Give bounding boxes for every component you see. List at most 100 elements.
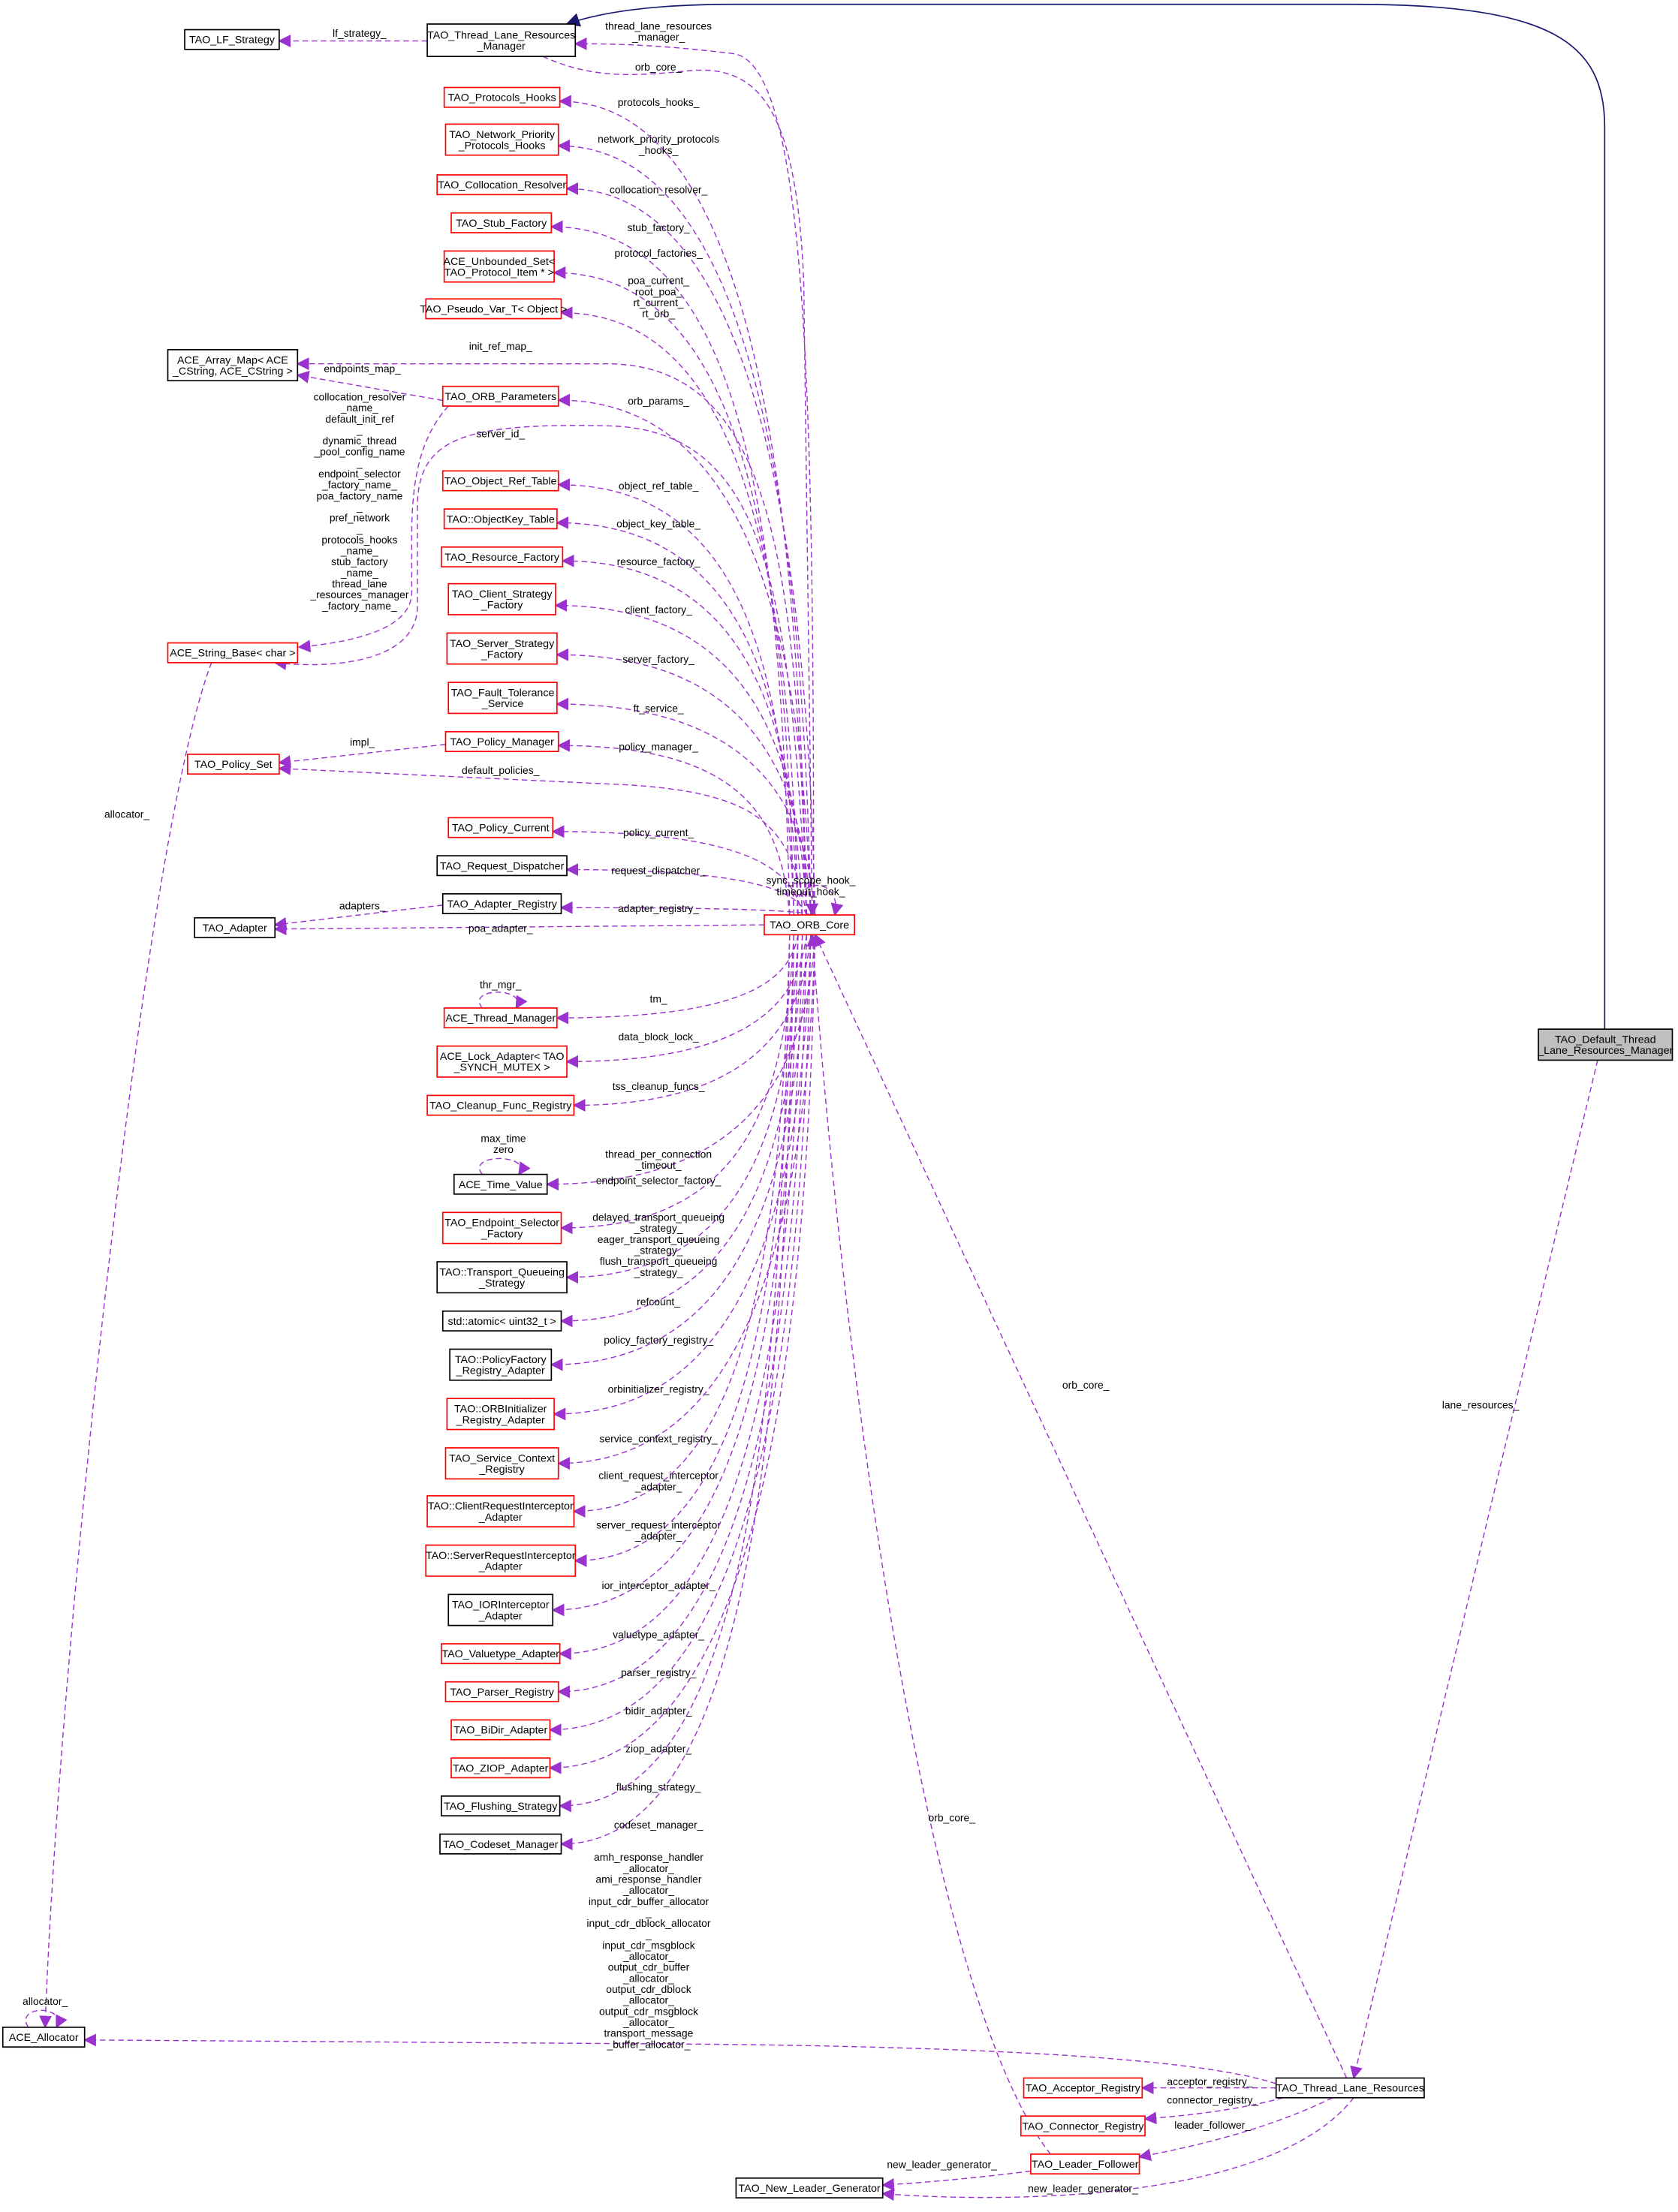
class-node-sb[interactable]: ACE_String_Base< char >: [167, 642, 299, 664]
class-node-acc[interactable]: TAO_Acceptor_Registry: [1023, 2077, 1143, 2099]
edge-label-line: orb_core_: [635, 61, 682, 73]
class-node-tm[interactable]: ACE_Thread_Manager: [443, 1007, 558, 1029]
edge-core-to-op: [557, 393, 812, 916]
edge-label-line: thr_mgr_: [480, 979, 522, 991]
class-node-ft[interactable]: TAO_Fault_Tolerance_Service: [447, 682, 558, 715]
edge-label: resource_factory_: [617, 555, 700, 567]
node-label-line: TAO_Policy_Set: [194, 759, 273, 771]
class-node-us[interactable]: ACE_Unbounded_Set<TAO_Protocol_Item * >: [444, 250, 556, 283]
edge-tlrm-to-core: [542, 56, 819, 916]
class-node-bd[interactable]: TAO_BiDir_Adapter: [450, 1719, 551, 1741]
class-node-ssf[interactable]: TAO_Server_Strategy_Factory: [446, 632, 558, 665]
class-node-con[interactable]: TAO_Connector_Registry: [1020, 2115, 1146, 2137]
class-node-ad[interactable]: TAO_Adapter: [194, 916, 276, 938]
class-node-csf[interactable]: TAO_Client_Strategy_Factory: [447, 582, 556, 615]
edge-label-line: flushing_strategy_: [616, 1780, 701, 1792]
edge-core-to-oi: [553, 934, 812, 1421]
class-node-op[interactable]: TAO_ORB_Parameters: [441, 385, 559, 407]
class-node-la[interactable]: ACE_Lock_Adapter< TAO_SYNCH_MUTEX >: [436, 1045, 568, 1078]
node-label-line: _Manager: [477, 41, 526, 53]
class-node-fs[interactable]: TAO_Flushing_Strategy: [441, 1795, 561, 1816]
edge-label: network_priority_protocols_hooks_: [598, 133, 719, 156]
edge-core-to-npph: [557, 139, 812, 916]
node-box: [447, 582, 556, 615]
node-label: ACE_Lock_Adapter< TAO_SYNCH_MUTEX >: [440, 1051, 565, 1074]
class-node-pv[interactable]: TAO_Pseudo_Var_T< Object >: [420, 298, 567, 320]
class-node-npph[interactable]: TAO_Network_Priority_Protocols_Hooks: [444, 123, 559, 156]
class-node-ar[interactable]: TAO_Adapter_Registry: [441, 892, 562, 914]
class-node-ph[interactable]: TAO_Protocols_Hooks: [443, 86, 561, 108]
class-node-tv[interactable]: ACE_Time_Value: [453, 1173, 548, 1195]
class-node-es[interactable]: TAO_Endpoint_Selector_Factory: [441, 1211, 562, 1244]
node-label: TAO_Policy_Current: [452, 823, 550, 835]
edge-label-line: _: [645, 1928, 652, 1940]
node-label-line: TAO_Acceptor_Registry: [1026, 2083, 1141, 2095]
edge-core-to-pm: [557, 739, 791, 916]
class-node-core[interactable]: TAO_ORB_Core: [764, 914, 856, 936]
edge-label-line: orbinitializer_registry_: [608, 1383, 709, 1395]
node-label-line: TAO_Cleanup_Func_Registry: [429, 1100, 572, 1112]
class-node-zi[interactable]: TAO_ZIOP_Adapter: [450, 1757, 551, 1779]
class-node-lfo[interactable]: TAO_Leader_Follower: [1030, 2153, 1140, 2175]
class-node-sri[interactable]: TAO::ServerRequestInterceptor_Adapter: [425, 1544, 577, 1577]
class-node-tq[interactable]: TAO::Transport_Queueing_Strategy: [436, 1261, 568, 1294]
class-node-sf[interactable]: TAO_Stub_Factory: [450, 212, 553, 233]
node-label-line: TAO_Service_Context: [449, 1452, 555, 1464]
node-label-line: TAO_Server_Strategy: [450, 638, 555, 650]
edge-label: orb_core_: [635, 61, 682, 73]
class-node-pr[interactable]: TAO_Parser_Registry: [444, 1681, 559, 1702]
class-node-va[interactable]: TAO_Valuetype_Adapter: [441, 1643, 561, 1665]
edge-core-to-sb: [273, 425, 808, 916]
edge-label-line: _buffer_allocator_: [607, 2038, 691, 2050]
class-node-tlr[interactable]: TAO_Thread_Lane_Resources: [1275, 2077, 1425, 2099]
edge-label-line: _allocator_: [622, 1950, 674, 1962]
edge-core-to-csf: [554, 599, 808, 916]
node-label-line: _Adapter: [478, 1561, 523, 1573]
edge-core-to-pv: [559, 306, 799, 916]
class-node-cr[interactable]: TAO_Collocation_Resolver: [436, 174, 568, 196]
edge-label: server_request_interceptor_adapter_: [596, 1518, 721, 1542]
class-node-lf[interactable]: TAO_LF_Strategy: [184, 29, 280, 50]
class-node-cm[interactable]: TAO_Codeset_Manager: [439, 1833, 562, 1855]
class-node-oi[interactable]: TAO::ORBInitializer_Registry_Adapter: [446, 1398, 555, 1431]
class-node-dtlrm[interactable]: TAO_Default_Thread_Lane_Resources_Manage…: [1537, 1028, 1673, 1061]
class-node-rf[interactable]: TAO_Resource_Factory: [441, 546, 564, 567]
class-node-tlrm[interactable]: TAO_Thread_Lane_Resources_Manager: [426, 23, 577, 58]
node-box: [194, 916, 276, 938]
node-label: TAO_LF_Strategy: [189, 35, 276, 47]
class-node-pf[interactable]: TAO::PolicyFactory_Registry_Adapter: [449, 1348, 553, 1381]
node-box: [426, 23, 577, 58]
class-node-okt[interactable]: TAO::ObjectKey_Table: [443, 508, 558, 530]
node-box: [425, 1544, 577, 1577]
edge-core-to-at: [559, 934, 803, 1328]
edge-label-line: _hooks_: [638, 144, 679, 156]
edge-label-line: output_cdr_buffer: [608, 1961, 690, 1973]
node-label: TAO_Valuetype_Adapter: [441, 1648, 559, 1660]
edge-label: policy_factory_registry_: [604, 1334, 713, 1346]
edge-label-line: default_policies_: [462, 764, 540, 776]
class-node-ort[interactable]: TAO_Object_Ref_Table: [441, 470, 559, 492]
class-node-ps[interactable]: TAO_Policy_Set: [186, 754, 280, 775]
node-label-line: _Lane_Resources_Manager: [1537, 1045, 1673, 1057]
node-label: TAO_Server_Strategy_Factory: [450, 638, 555, 661]
class-node-al[interactable]: ACE_Allocator: [2, 2027, 86, 2048]
class-node-iori[interactable]: TAO_IORInterceptor_Adapter: [447, 1594, 554, 1627]
node-label-line: TAO_Valuetype_Adapter: [441, 1648, 559, 1660]
node-label: TAO::ObjectKey_Table: [447, 513, 555, 525]
node-box: [441, 1211, 562, 1244]
class-node-am[interactable]: ACE_Array_Map< ACE_CString, ACE_CString …: [167, 349, 299, 382]
class-node-sc[interactable]: TAO_Service_Context_Registry: [444, 1447, 559, 1480]
node-label-line: _Adapter: [478, 1512, 523, 1524]
class-node-cri[interactable]: TAO::ClientRequestInterceptor_Adapter: [426, 1494, 575, 1527]
class-node-cf[interactable]: TAO_Cleanup_Func_Registry: [426, 1094, 575, 1116]
edge-label-line: input_cdr_dblock_allocator: [586, 1917, 710, 1929]
class-node-nlg[interactable]: TAO_New_Leader_Generator: [735, 2177, 884, 2198]
class-node-rd[interactable]: TAO_Request_Dispatcher: [436, 855, 568, 877]
edge-core-to-tm: [556, 934, 799, 1025]
class-node-at[interactable]: std::atomic< uint32_t >: [441, 1310, 562, 1332]
class-node-pm[interactable]: TAO_Policy_Manager: [444, 731, 559, 752]
class-node-pc[interactable]: TAO_Policy_Current: [447, 817, 554, 838]
edge-label: object_ref_table_: [619, 480, 699, 492]
edge-label-line: _name_: [340, 567, 378, 579]
